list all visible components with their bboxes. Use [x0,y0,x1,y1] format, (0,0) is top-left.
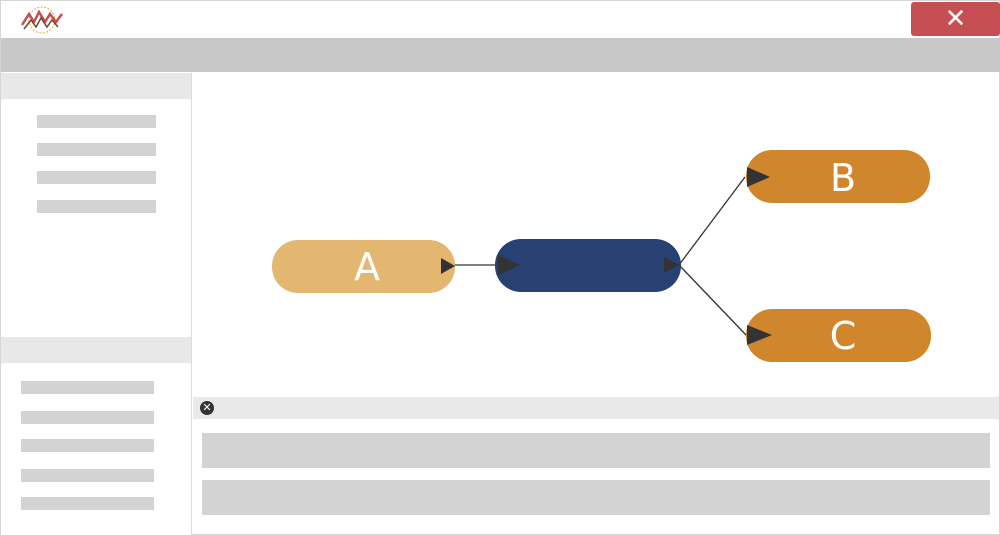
close-circle-icon[interactable]: ✕ [200,401,214,415]
sidebar-item[interactable] [21,411,154,424]
app-logo-icon [20,6,63,34]
sidebar-item[interactable] [21,381,154,394]
port-c-in-arrow-icon [747,325,772,345]
sidebar-item[interactable] [37,115,156,128]
panel-row [202,433,990,468]
sidebar-item[interactable] [37,171,156,184]
node-a[interactable] [272,240,455,293]
edge-center-c [678,264,748,337]
port-center-out-arrow-icon [664,257,680,273]
node-center[interactable] [495,239,681,292]
title-bar: ✕ [1,1,1000,37]
sidebar-item[interactable] [21,439,154,452]
sidebar-item[interactable] [21,497,154,510]
sidebar-item[interactable] [37,200,156,213]
edge-center-b [678,176,746,266]
sidebar-item[interactable] [21,469,154,482]
close-button[interactable]: ✕ [911,2,1000,36]
node-c-label: C [830,314,857,358]
port-center-in-arrow-icon [498,255,520,275]
node-a-label: A [354,245,380,289]
panel-row [202,480,990,515]
node-b-label: B [830,156,856,200]
diagram-canvas: A B C [193,74,999,396]
sidebar-item[interactable] [37,143,156,156]
close-icon: ✕ [944,4,967,34]
sidebar-section-header-top [1,73,191,99]
node-b[interactable] [746,150,930,203]
sidebar-section-header-bottom [1,337,191,363]
sidebar [1,73,192,535]
node-c[interactable] [746,309,931,362]
port-a-out-arrow-icon [441,258,455,274]
flow-diagram: A B C [272,150,931,362]
port-b-in-arrow-icon [747,167,770,187]
bottom-panel-header: ✕ [193,397,999,419]
toolbar [1,38,1000,72]
